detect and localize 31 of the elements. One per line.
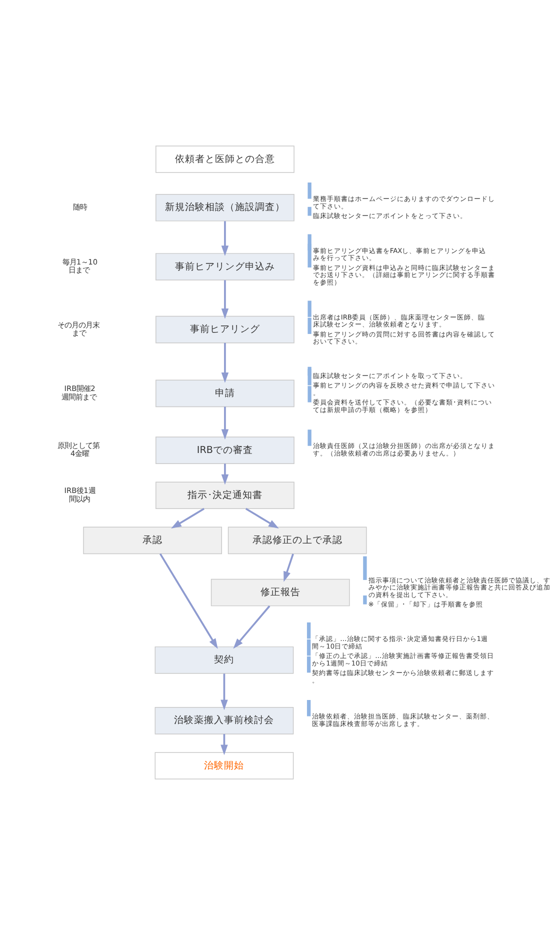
node-box: 承認	[83, 526, 222, 554]
arrow	[221, 280, 229, 319]
node-box: 新規治験相談（施設調査）	[156, 194, 294, 222]
node-box: 依頼者と医師との合意	[156, 146, 294, 173]
label: 毎月1～10日まで	[62, 258, 98, 275]
arrow	[221, 221, 229, 256]
arrow	[159, 553, 218, 649]
label: 原則として第4金曜	[58, 441, 100, 458]
node-box: 治験薬搬入事前検討会	[154, 707, 294, 734]
node-box: IRBでの審査	[156, 436, 294, 464]
arrow	[221, 406, 229, 440]
node-box: 事前ヒアリング申込み	[156, 253, 294, 280]
arrow	[220, 674, 228, 710]
arrow	[233, 605, 270, 649]
node-box: 治験開始	[154, 752, 294, 780]
arrow	[220, 734, 228, 756]
label: IRB開催2週間前まで	[61, 384, 96, 402]
node-box: 承認修正の上で承認	[228, 526, 367, 554]
arrow	[284, 554, 294, 582]
arrow	[221, 342, 229, 383]
label: その月の月末まで	[58, 320, 100, 338]
node-box: 事前ヒアリング	[156, 316, 294, 344]
node-box: 指示･決定通知書	[156, 482, 294, 510]
node-box: 修正報告	[210, 578, 350, 606]
arrow	[245, 508, 279, 529]
node-box: 申請	[156, 380, 294, 408]
label: IRB後1週間以内	[64, 486, 96, 504]
arrow	[221, 464, 229, 485]
arrow	[171, 508, 204, 529]
node-box: 契約	[154, 646, 294, 674]
label: 随時	[72, 202, 87, 212]
